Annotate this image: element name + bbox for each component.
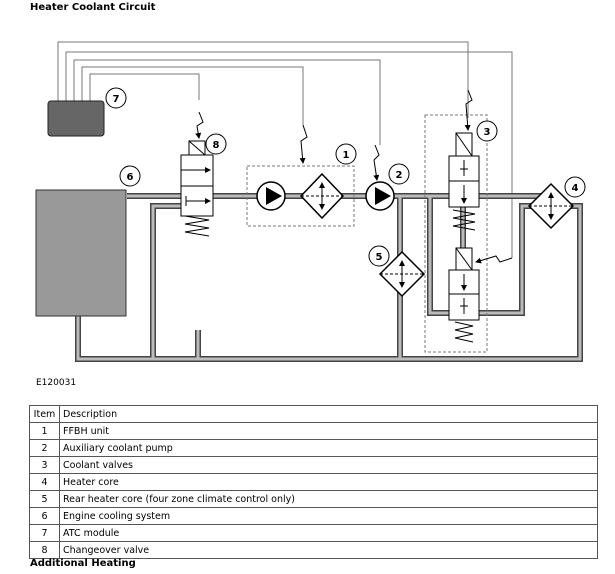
figure-code: E120031 [36, 378, 77, 388]
callout-8: 8 [205, 133, 227, 155]
row-item: 6 [29, 507, 60, 525]
item-description-table: Item Description 1 FFBH unit 2 Auxiliary… [29, 405, 598, 559]
svg-text:3: 3 [484, 127, 491, 138]
rear-heater-core-symbol [378, 250, 426, 298]
auxiliary-pump-symbol [365, 181, 395, 211]
row-description: Coolant valves [59, 456, 598, 474]
table-row: 8 Changeover valve [29, 541, 598, 559]
table-header-row: Item Description [29, 405, 598, 423]
row-item: 1 [29, 422, 60, 440]
atc-module [47, 100, 105, 137]
row-description: Auxiliary coolant pump [59, 439, 598, 457]
row-item: 4 [29, 473, 60, 491]
callout-5: 5 [368, 245, 390, 267]
row-description: Changeover valve [59, 541, 598, 559]
coolant-circuit-diagram: 1 2 3 4 5 6 7 8 [35, 41, 586, 362]
row-description: FFBH unit [59, 422, 598, 440]
coolant-valve-lower-symbol [448, 247, 480, 343]
row-description: Rear heater core (four zone climate cont… [59, 490, 598, 508]
header-item: Item [29, 405, 60, 423]
changeover-valve-symbol [180, 140, 214, 237]
table-row: 3 Coolant valves [29, 456, 598, 474]
row-item: 8 [29, 541, 60, 559]
svg-text:1: 1 [343, 150, 350, 161]
callout-4: 4 [564, 176, 586, 198]
engine-cooling-system [35, 189, 127, 317]
callout-6: 6 [119, 165, 141, 187]
signal-arrows [195, 89, 513, 264]
row-item: 3 [29, 456, 60, 474]
row-description: ATC module [59, 524, 598, 542]
table-row: 5 Rear heater core (four zone climate co… [29, 490, 598, 508]
svg-text:7: 7 [113, 94, 120, 105]
callout-1: 1 [335, 143, 357, 165]
coolant-valve-upper-symbol [448, 132, 480, 231]
table-row: 1 FFBH unit [29, 422, 598, 440]
svg-text:8: 8 [213, 140, 220, 151]
table-row: 6 Engine cooling system [29, 507, 598, 525]
page-title: Heater Coolant Circuit [30, 2, 156, 13]
ffbh-enclosure [246, 165, 355, 227]
row-description: Engine cooling system [59, 507, 598, 525]
heater-core-symbol [527, 182, 575, 230]
row-item: 2 [29, 439, 60, 457]
pipe-network [75, 193, 583, 362]
svg-text:2: 2 [396, 170, 403, 181]
row-item: 5 [29, 490, 60, 508]
callout-3: 3 [476, 120, 498, 142]
section-heading: Additional Heating [30, 558, 136, 569]
svg-text:4: 4 [572, 183, 579, 194]
table-row: 7 ATC module [29, 524, 598, 542]
control-wires [57, 41, 513, 258]
table-row: 4 Heater core [29, 473, 598, 491]
svg-text:6: 6 [127, 172, 134, 183]
header-description: Description [59, 405, 598, 423]
ffbh-pump-symbol [256, 181, 286, 211]
table-row: 2 Auxiliary coolant pump [29, 439, 598, 457]
row-item: 7 [29, 524, 60, 542]
callout-7: 7 [105, 87, 127, 109]
row-description: Heater core [59, 473, 598, 491]
callout-2: 2 [388, 163, 410, 185]
ffbh-heat-exchanger-symbol [299, 172, 345, 220]
coolant-valves-enclosure [424, 114, 488, 353]
svg-text:5: 5 [376, 252, 383, 263]
